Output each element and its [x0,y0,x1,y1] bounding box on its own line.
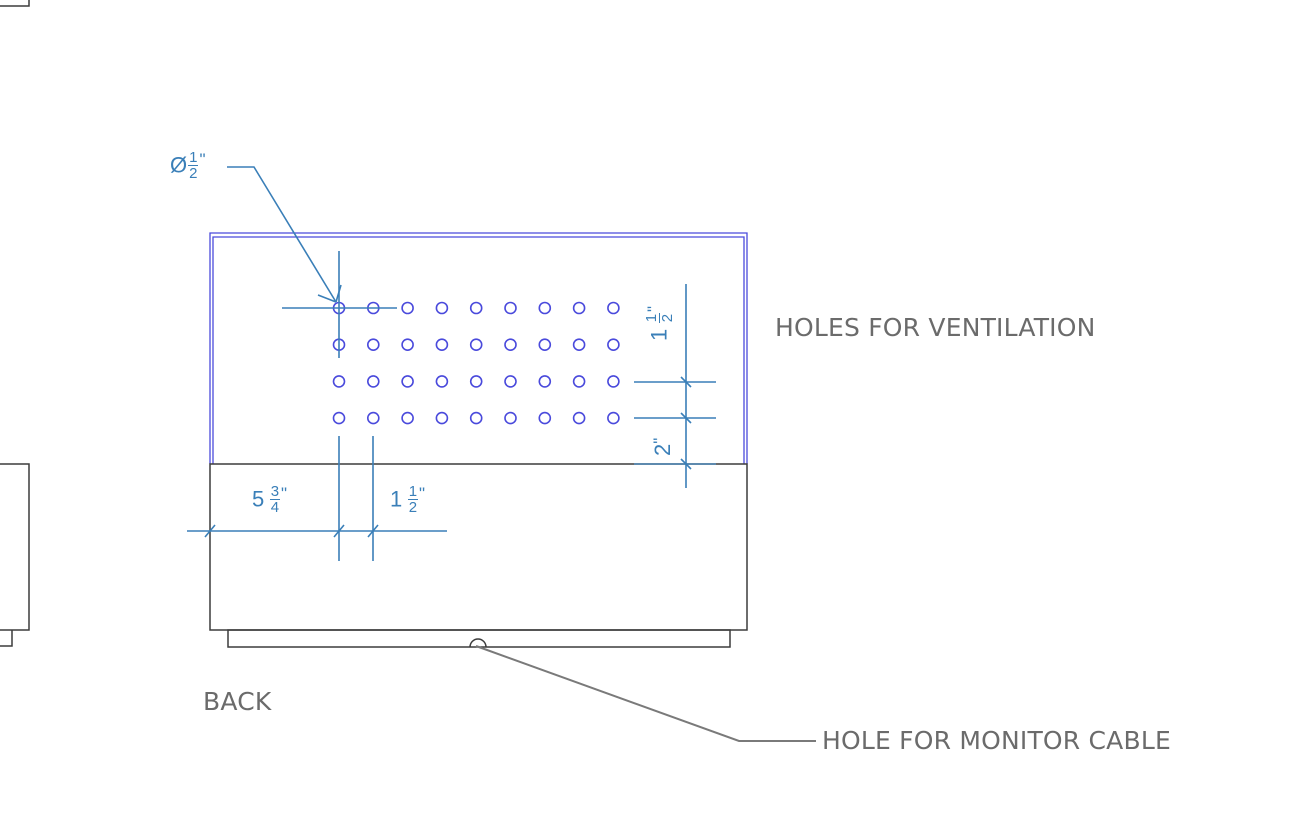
diameter-arrow [317,284,342,303]
back-panel-body [209,463,748,631]
ventilation-hole [538,301,552,315]
ventilation-hole [504,338,517,352]
ventilation-hole [469,375,483,388]
whole-number: 1 [646,328,672,341]
inch-mark: " [419,484,426,503]
ventilation-hole [607,411,620,425]
dimension-lines [187,166,716,561]
inch-mark: " [644,305,663,312]
whole-number: 2 [650,443,675,456]
ventilation-panel [209,232,748,464]
fraction-denominator: 2 [189,165,198,182]
monitor-cable-hole [469,638,487,648]
diameter-leader [227,166,337,303]
ventilation-callout: HOLES FOR VENTILATION [775,313,1096,342]
ventilation-hole [401,338,414,352]
inch-mark: " [199,150,206,169]
ventilation-hole [366,338,380,352]
diameter-symbol: Ø [170,152,188,178]
ventilation-hole [366,375,380,388]
fraction-numerator: 1 [643,312,660,324]
monitor-cable-leader [475,645,816,742]
ventilation-hole [401,301,414,315]
fraction-numerator: 1 [407,483,419,500]
fraction-numerator: 1 [188,149,199,166]
tick-5 [680,412,692,424]
ventilation-hole [504,411,517,425]
ventilation-hole [538,411,552,425]
ventilation-hole [572,301,586,315]
fraction-denominator: 2 [408,499,418,516]
whole-number: 1 [390,486,403,512]
ventilation-hole [435,375,449,388]
ventilation-hole-grid [332,301,620,425]
ventilation-hole [332,375,346,388]
ventilation-hole [572,338,586,352]
view-label: BACK [203,687,272,716]
ventilation-hole [469,338,483,352]
adjacent-view-side-fragment [0,463,30,647]
ventilation-hole [538,338,552,352]
bottom-offset-dimension: 2" [650,438,676,456]
inch-mark: " [281,484,288,503]
ventilation-hole [538,375,552,388]
tick-3 [367,524,379,538]
inch-mark: " [650,437,669,444]
ventilation-hole [366,411,380,425]
monitor-cable-callout: HOLE FOR MONITOR CABLE [822,726,1171,755]
ventilation-hole [435,411,449,425]
fraction-denominator: 2 [659,313,676,323]
fraction-denominator: 4 [270,499,280,516]
tick-4 [680,376,692,388]
whole-number: 5 [252,486,265,512]
adjacent-view-top-fragment [0,0,30,7]
tick-2 [333,524,345,538]
ventilation-hole [469,301,483,315]
ventilation-hole [435,338,449,352]
ventilation-hole [572,375,586,388]
ventilation-hole [401,411,414,425]
ventilation-hole [504,375,517,388]
ventilation-hole [607,338,620,352]
ventilation-hole [504,301,517,315]
ventilation-hole [607,301,620,315]
ventilation-hole [435,301,449,315]
tick-6 [680,458,692,470]
ventilation-hole [469,411,483,425]
fraction-numerator: 3 [269,483,281,500]
ventilation-hole [572,411,586,425]
ventilation-hole [607,375,620,388]
ventilation-hole [401,375,414,388]
ventilation-hole [332,411,346,425]
tick-1 [204,524,216,538]
